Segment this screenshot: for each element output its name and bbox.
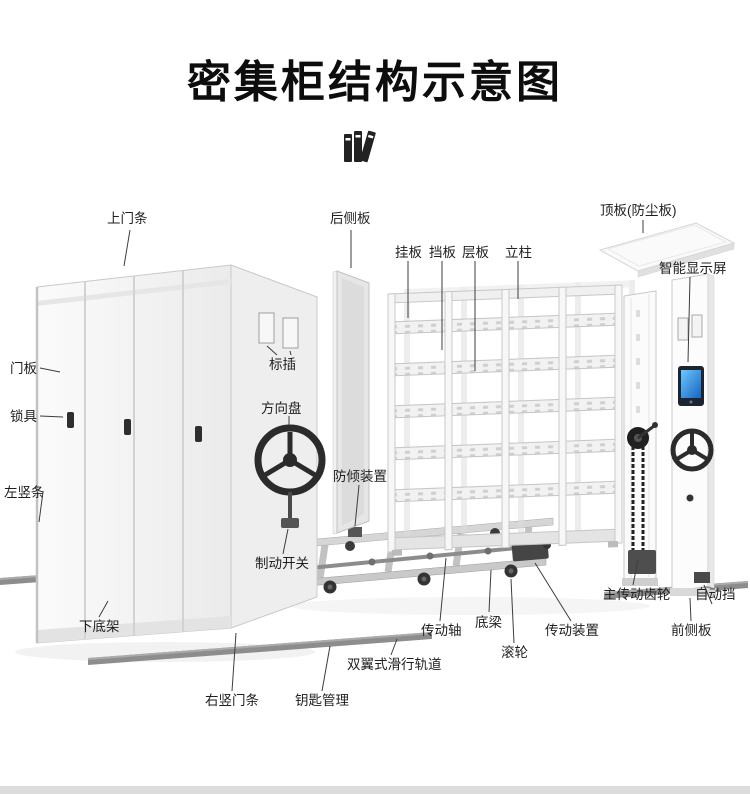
label-double-wing-track: 双翼式滑行轨道 xyxy=(347,657,442,672)
rear-side-panel-graphic xyxy=(332,270,370,535)
label-front-side-panel: 前侧板 xyxy=(671,623,712,638)
label-label-insert: 标插 xyxy=(269,357,296,372)
label-smart-display: 智能显示屏 xyxy=(659,261,727,276)
top-dust-panel-graphic xyxy=(598,222,736,278)
drive-shaft-graphic xyxy=(309,544,539,570)
label-right-vertical-door-strip: 右竖门条 xyxy=(205,693,259,708)
drive-column-graphic xyxy=(622,290,658,586)
rollers-graphic xyxy=(323,564,518,594)
label-insert-slot xyxy=(258,312,275,344)
lock-graphic xyxy=(124,419,131,435)
label-top-door-strip: 上门条 xyxy=(107,211,148,226)
label-rear-side-panel: 后侧板 xyxy=(330,211,371,226)
front-side-panel-graphic xyxy=(670,273,716,596)
label-baffle-plate: 挡板 xyxy=(429,245,456,260)
label-anti-tilt-device: 防倾装置 xyxy=(333,469,387,484)
label-top-dust-panel: 顶板(防尘板) xyxy=(600,203,677,218)
label-hand-wheel: 方向盘 xyxy=(261,401,302,416)
frame-shadow xyxy=(290,597,650,615)
page-title: 密集柜结构示意图 xyxy=(187,58,563,107)
lock-graphic xyxy=(195,426,202,442)
label-brake-switch: 制动开关 xyxy=(255,556,309,571)
auto-stop-block xyxy=(694,572,710,583)
label-shelf-board: 层板 xyxy=(462,245,489,260)
label-lock: 锁具 xyxy=(10,409,37,424)
label-insert-slot xyxy=(282,317,299,349)
smart-display-graphic xyxy=(678,366,704,406)
anti-tilt-bracket xyxy=(348,527,362,537)
books-icon xyxy=(344,130,376,163)
bottom-divider-bar xyxy=(0,786,750,794)
label-drive-shaft: 传动轴 xyxy=(421,623,462,638)
label-key-management: 钥匙管理 xyxy=(295,693,349,708)
label-door-panel: 门板 xyxy=(10,361,37,376)
brake-switch-graphic xyxy=(281,518,299,528)
main-drive-gear-graphic xyxy=(627,422,658,574)
keyhole-graphic xyxy=(686,494,694,502)
leader-lines xyxy=(38,220,713,692)
base-frame-assembly xyxy=(297,517,554,594)
label-upright-column: 立柱 xyxy=(505,245,532,260)
label-left-vertical-strip: 左竖条 xyxy=(4,485,45,500)
label-auto-stop: 自动挡 xyxy=(695,587,736,602)
closed-cabinet xyxy=(35,264,326,644)
label-roller: 滚轮 xyxy=(501,645,528,660)
front-hand-wheel-graphic xyxy=(670,428,714,472)
open-shelving xyxy=(387,284,623,556)
label-main-drive-gear: 主传动齿轮 xyxy=(603,587,671,602)
label-drive-unit: 传动装置 xyxy=(545,623,599,638)
label-bottom-frame: 下底架 xyxy=(79,619,120,634)
lock-graphic xyxy=(67,412,74,428)
label-hanging-plate: 挂板 xyxy=(395,245,422,260)
label-bottom-beam: 底梁 xyxy=(475,615,502,630)
